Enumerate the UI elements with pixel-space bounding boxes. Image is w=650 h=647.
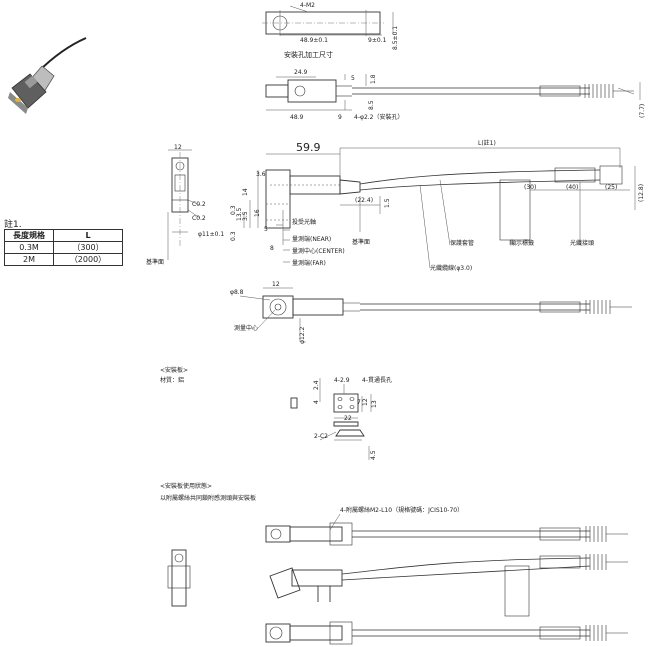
- mount-dim-2-4: 2.4: [313, 380, 320, 390]
- product-photo: [8, 37, 87, 114]
- mount-dim-4: 4: [313, 400, 320, 404]
- usage-drawing: [167, 513, 628, 645]
- mount-dim-4-2-9: 4-2.9: [334, 377, 350, 384]
- sensor-top-view: [265, 74, 641, 111]
- label-near: 量測端(NEAR): [292, 235, 331, 243]
- front-label-ref: 基準面: [146, 258, 164, 266]
- label-connector: 光纖接頭: [570, 239, 594, 247]
- mounting-hole-caption: 安裝孔加工尺寸: [284, 50, 333, 59]
- front-dim-11: φ11±0.1: [198, 231, 224, 238]
- sensor-side-view: [243, 147, 636, 269]
- mount-plate-drawing: [290, 378, 372, 460]
- dim-14: 14: [242, 188, 249, 196]
- usage-desc: 以附屬螺絲共同鎖附感測頭與安裝板: [160, 494, 256, 502]
- dim-25: (25): [605, 184, 617, 191]
- row-spec: 2M: [4, 253, 54, 266]
- dim-40: (40): [566, 184, 578, 191]
- dim-12-8: (12.8): [638, 184, 645, 202]
- table-row: 2M （2000）: [4, 253, 123, 266]
- dim-9: 9: [338, 114, 342, 121]
- dim-0-3b: 0.3: [230, 231, 237, 241]
- dim-24-9: 24.9: [294, 69, 308, 76]
- row-length: （300）: [53, 241, 123, 254]
- mount-plate-material: 材質：鋁: [160, 376, 184, 384]
- label-center: 量測中心(CENTER): [292, 247, 345, 255]
- dim-1-8: 1.8: [370, 74, 377, 84]
- dim-48-9: 48.9: [290, 114, 304, 121]
- usage-title: <安裝板使用狀態>: [160, 482, 212, 490]
- usage-screw: 4-附屬螺絲M2-L10（規格號碼：JCIS10-70）: [340, 506, 463, 514]
- dim-8-5-tol: 8.5±0.1: [392, 26, 399, 50]
- label-far: 量測端(FAR): [292, 259, 326, 267]
- note-title: 註1.: [4, 220, 22, 230]
- label-indicator: 顯示標籤: [510, 239, 534, 247]
- dim-5: 5: [351, 75, 355, 82]
- dim-30: (30): [524, 184, 536, 191]
- header-L: L: [53, 229, 123, 242]
- dim-5b: 5: [264, 226, 268, 233]
- dim-48-9-tol: 48.9±0.1: [300, 37, 328, 44]
- bottom-dim-12-2: φ12.2: [299, 327, 306, 345]
- dim-0-3: 0.3: [230, 205, 237, 215]
- row-length: （2000）: [53, 253, 123, 266]
- dim-L: L(註1): [478, 139, 496, 147]
- c02-a: C0.2: [192, 201, 206, 208]
- table-row: 0.3M （300）: [4, 241, 123, 254]
- length-spec-table: 長度規格 L 0.3M （300） 2M （2000）: [4, 229, 123, 266]
- mount-dim-4-5: 4.5: [370, 450, 377, 460]
- dim-7-7: (7.7): [639, 104, 646, 118]
- bottom-dim-8-8: φ8.8: [230, 289, 244, 296]
- mount-plate-title: <安裝板>: [160, 366, 188, 374]
- c02-b: C0.2: [192, 215, 206, 222]
- dim-13-5: 13.5: [236, 207, 243, 221]
- dim-9-tol: 9±0.1: [368, 37, 387, 44]
- mount-dim-12: 12: [362, 398, 369, 406]
- mount-dim-7: 7: [357, 399, 361, 406]
- bottom-dim-12: 12: [272, 281, 280, 288]
- mount-c2: 2-C2: [314, 433, 328, 440]
- label-ref-surface: 基準面: [352, 238, 370, 246]
- mount-dim-13: 13: [371, 400, 378, 408]
- dim-8-5: 8.5: [368, 100, 375, 110]
- header-length-spec: 長度規格: [4, 229, 54, 242]
- table-header-row: 長度規格 L: [4, 229, 123, 242]
- dim-1-5: 1.5: [384, 198, 391, 208]
- dim-22-4: (22.4): [355, 197, 373, 204]
- dim-3-5: 3.5: [242, 211, 249, 221]
- row-spec: 0.3M: [4, 241, 54, 254]
- label-sleeve: 保護套管: [450, 239, 474, 247]
- dim-59-9: 59.9: [296, 141, 321, 154]
- sensor-bottom-view: [239, 287, 632, 342]
- mounting-hole-view: [262, 5, 394, 36]
- dim-3-6: 3.6: [256, 171, 266, 178]
- label-fiber: 光纖纜線(φ3.0): [430, 264, 472, 272]
- label-beam-axis: 投受光軸: [292, 218, 316, 226]
- dim-16: 16: [254, 209, 261, 217]
- sensor-front-view: [167, 149, 201, 260]
- hole-label: 4-M2: [300, 2, 315, 9]
- mount-holes-label: 4-貫通長孔: [362, 376, 392, 384]
- mount-dim-22: 22: [344, 415, 352, 422]
- front-dim-12: 12: [174, 144, 182, 151]
- mount-holes-label: 4-φ2.2（安裝孔）: [354, 113, 403, 121]
- dim-8: 8: [270, 245, 274, 252]
- bottom-label-center: 測量中心: [234, 324, 258, 332]
